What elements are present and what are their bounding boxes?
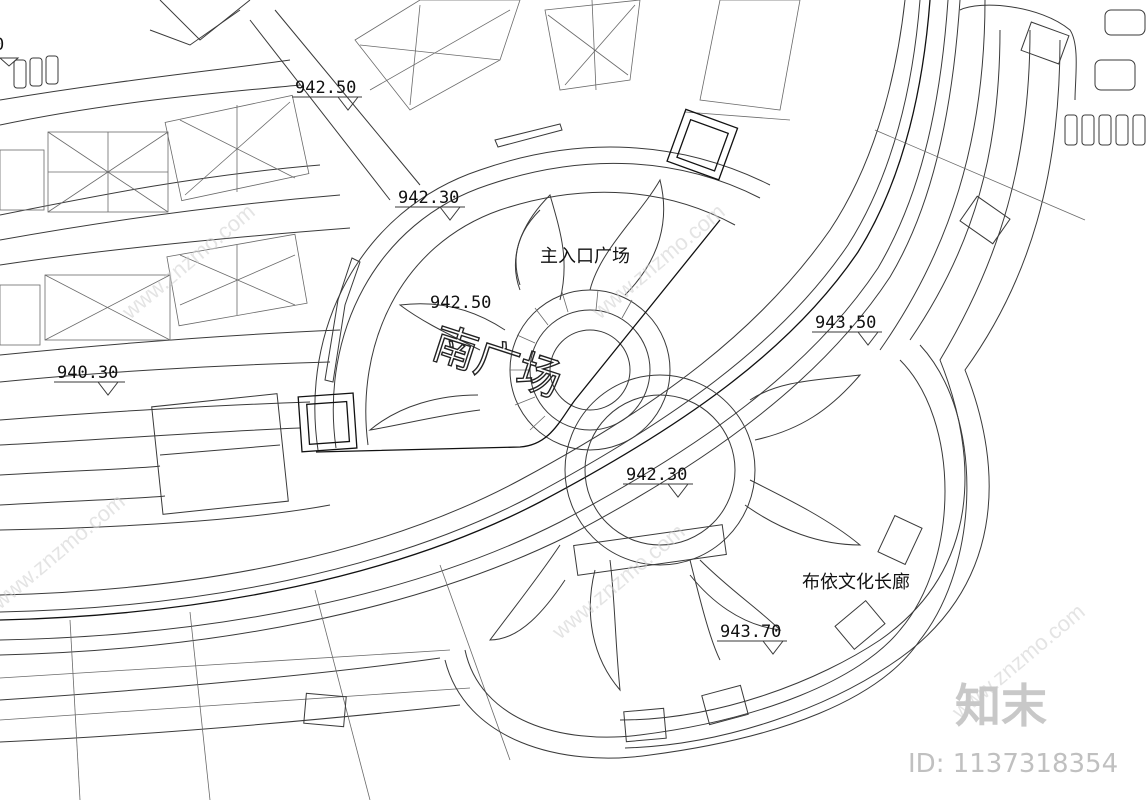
main-plaza-label: 主入口广场 [540,246,630,267]
elevation-label: 942.50 [430,293,491,313]
elevation-marker: 943.50 [812,313,882,346]
lower-sun-plaza [444,344,968,759]
watermark-text: www.znzmo.com [546,519,689,645]
diagonal-road [149,0,421,201]
elevation-marker: 942.30 [395,188,465,221]
main-entry-plaza [297,108,771,453]
elevation-label: 942.30 [398,188,459,208]
elevation-label: 942.50 [295,78,356,98]
watermark-text: www.znzmo.com [0,489,130,615]
elevation-marker: 940.30 [54,363,125,396]
watermarks: www.znzmo.com www.znzmo.com www.znzmo.co… [0,199,1090,725]
elevation-marker: 943.70 [717,622,787,655]
elevation-label: 943.50 [815,313,876,333]
elevation-marker: 942.50 [430,293,491,313]
handwritten-annotation: 南广场 [426,318,567,407]
elevation-marker: 0 [0,35,20,67]
top-buildings [354,0,801,121]
elevation-label: 942.30 [626,465,687,485]
elevation-marker: 942.50 [292,78,362,111]
watermark-logo: 知末 [955,679,1047,733]
elevation-markers: 0 942.50 942.30 942.50 940.30 943.50 942… [0,35,882,655]
main-road [0,0,961,743]
elevation-marker: 942.30 [623,465,693,498]
image-id: ID: 1137318354 [908,749,1118,779]
elevation-label: 0 [0,35,4,55]
cultural-corridor [303,0,1146,749]
upper-left-blocks [0,55,351,531]
corridor-label: 布依文化长廊 [802,572,910,593]
leader-line [315,219,721,453]
bottom-grid [0,564,511,800]
elevation-label: 943.70 [720,622,781,642]
elevation-label: 940.30 [57,363,118,383]
